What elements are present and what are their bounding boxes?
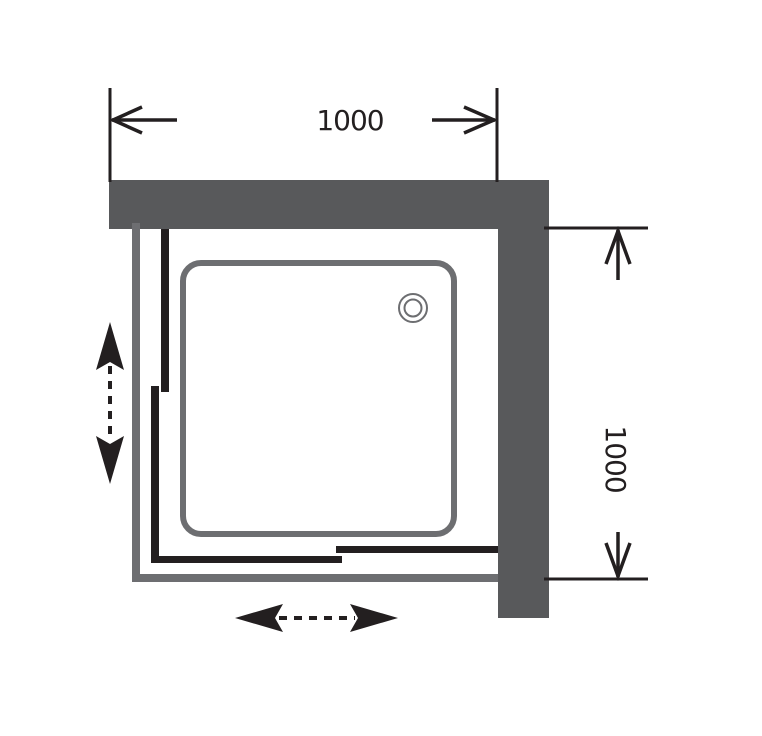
arrow-left-icon — [108, 105, 177, 135]
frame-bottom — [132, 574, 498, 582]
arrow-right-icon — [432, 105, 499, 135]
enclosure-frame — [132, 223, 498, 582]
left-sliding-panel — [151, 386, 159, 563]
shower-tray — [180, 260, 457, 537]
right-wall — [498, 180, 549, 618]
front-fixed-panel — [336, 546, 498, 553]
left-fixed-panel — [161, 229, 169, 392]
width-dimension-label: 1000 — [316, 104, 383, 137]
drain-icon — [398, 293, 428, 323]
vertical-sliding-arrow-icon — [96, 322, 124, 484]
width-dimension: 1000 — [108, 88, 499, 182]
arrow-down-icon — [604, 532, 632, 582]
top-wall — [109, 180, 549, 229]
frame-left — [132, 223, 140, 582]
horizontal-sliding-arrow-icon — [235, 604, 398, 632]
walls — [109, 180, 549, 618]
arrow-up-icon — [604, 225, 632, 280]
front-sliding-panel — [151, 556, 342, 563]
sliding-door-panels — [151, 229, 498, 563]
depth-dimension: 1000 — [544, 225, 648, 582]
depth-dimension-label: 1000 — [599, 425, 632, 492]
